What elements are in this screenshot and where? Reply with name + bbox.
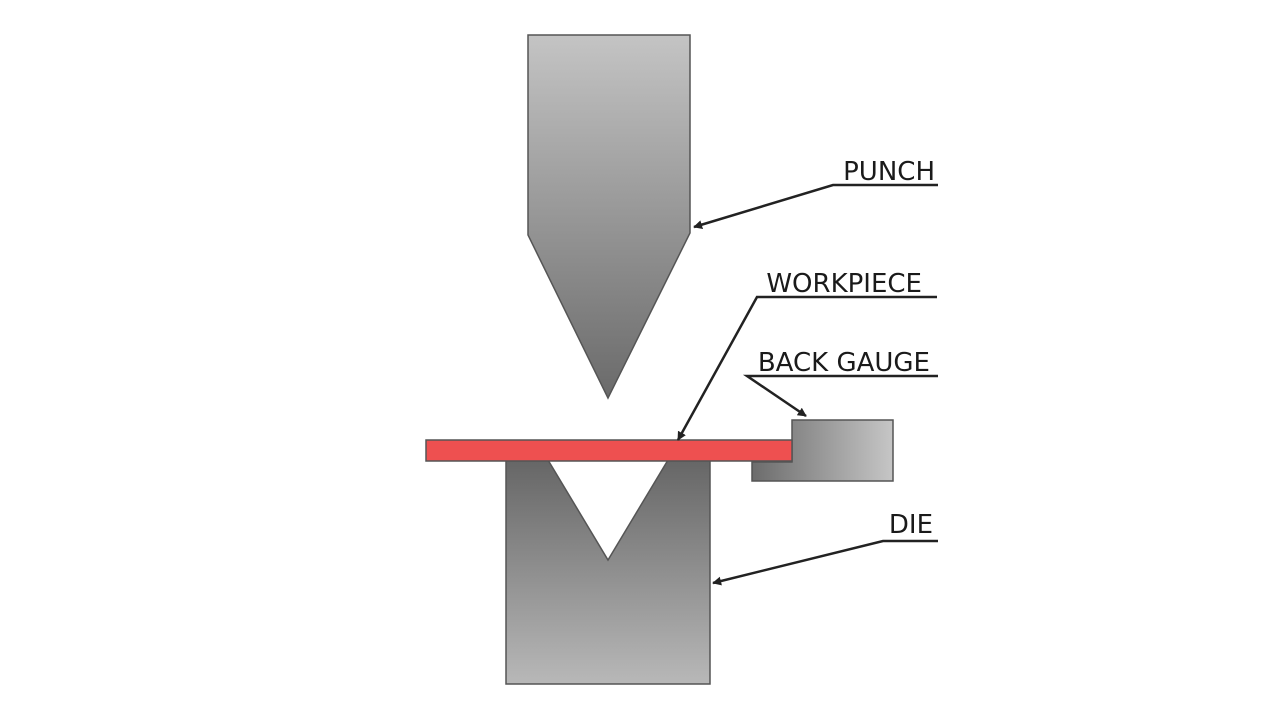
- die-leader-line: [712, 539, 938, 586]
- punch-shape: [527, 34, 691, 400]
- punch-leader-line: [693, 183, 938, 229]
- workpiece-leader-line: [676, 295, 937, 441]
- back-gauge-shape: [751, 419, 894, 482]
- workpiece-label: WORKPIECE: [766, 269, 922, 299]
- die-shape: [505, 459, 711, 685]
- punch-label: PUNCH: [843, 157, 935, 187]
- back-gauge-leader-line: [742, 374, 938, 418]
- workpiece-shape: [425, 439, 793, 462]
- back-gauge-label: BACK GAUGE: [758, 348, 930, 378]
- die-label: DIE: [889, 510, 933, 540]
